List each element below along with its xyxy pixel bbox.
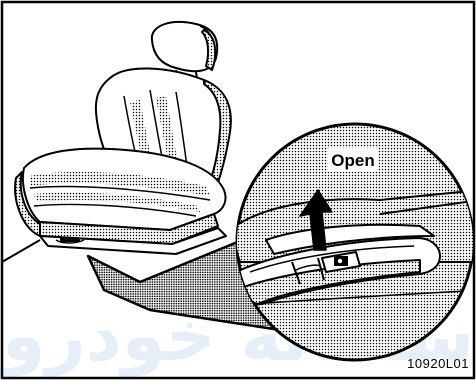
open-label: Open bbox=[331, 151, 374, 170]
figure-id: 10920L01 bbox=[407, 356, 469, 371]
